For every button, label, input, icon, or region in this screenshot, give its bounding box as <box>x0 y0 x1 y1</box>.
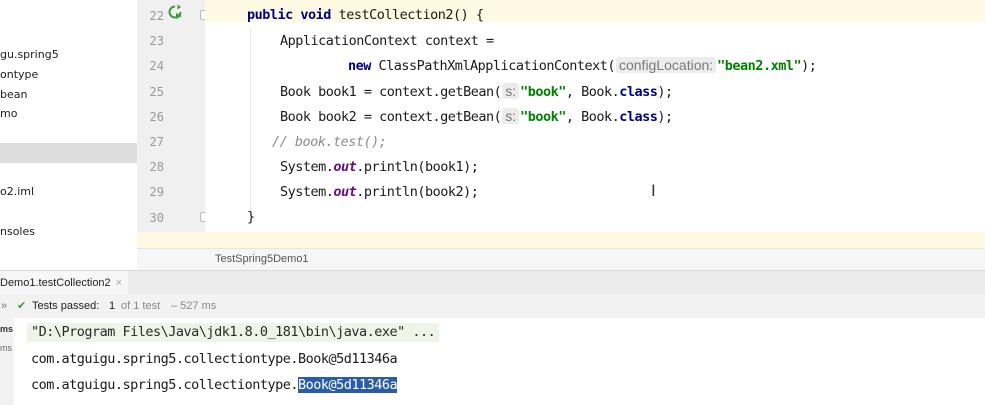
line-highlight <box>137 232 985 248</box>
code-line-24: new ClassPathXmlApplicationContext(confi… <box>348 57 817 74</box>
tree-item[interactable]: o2.iml <box>0 185 35 198</box>
code-editor[interactable]: public void testCollection2() { Applicat… <box>137 0 985 248</box>
line-number: 25 <box>149 85 164 99</box>
tree-selected-row[interactable] <box>0 143 137 163</box>
test-time-label: ms <box>0 324 14 334</box>
line-number: 26 <box>149 110 164 124</box>
console-line: com.atguigu.spring5.collectiontype.Book@… <box>31 377 398 393</box>
code-line-26: Book book2 = context.getBean(s:"book", B… <box>280 108 673 125</box>
keyword: class <box>619 84 658 100</box>
code-line-22: public void testCollection2() { <box>247 7 484 23</box>
selected-text[interactable]: Book@5d11346a <box>297 377 398 393</box>
line-number: 27 <box>149 135 164 149</box>
code-text: ); <box>657 84 673 100</box>
line-number: 23 <box>149 34 164 48</box>
breadcrumb: TestSpring5Demo1 <box>137 248 985 271</box>
run-tab-label: Demo1.testCollection2 <box>0 277 111 289</box>
tree-item[interactable]: gu.spring5 <box>0 48 59 61</box>
code-text: System. <box>280 184 334 200</box>
code-line-30: } <box>247 209 255 225</box>
indent-guide <box>250 28 251 218</box>
tree-item[interactable]: nsoles <box>0 225 35 238</box>
chevron-right-icon[interactable]: » <box>1 300 8 312</box>
code-text: testCollection2() { <box>330 7 484 23</box>
static-field: out <box>333 159 357 175</box>
keyword: void <box>300 7 331 23</box>
code-text: Book book2 = context.getBean( <box>280 109 502 125</box>
code-text: ); <box>801 58 817 74</box>
code-line-27: // book.test(); <box>272 134 387 150</box>
breadcrumb-item[interactable]: TestSpring5Demo1 <box>215 253 309 265</box>
console-text: com.atguigu.spring5.collectiontype. <box>31 377 298 393</box>
param-hint: s: <box>502 83 520 99</box>
test-tree-strip: ms ms <box>0 318 14 405</box>
keyword: class <box>619 109 658 125</box>
line-number: 29 <box>149 185 164 199</box>
tab-run-configuration[interactable]: Demo1.testCollection2 × <box>0 271 129 295</box>
run-test-icon[interactable] <box>167 4 183 20</box>
tests-total-label: of 1 test <box>121 300 161 312</box>
code-line-29: System.out.println(book2); <box>280 184 479 200</box>
string-literal: "bean2.xml" <box>717 58 802 74</box>
code-text: System. <box>280 159 334 175</box>
run-tab-bar: Demo1.testCollection2 × <box>0 270 985 296</box>
line-number: 30 <box>149 211 164 225</box>
console-output[interactable]: "D:\Program Files\Java\jdk1.8.0_181\bin\… <box>14 318 985 405</box>
project-tree: gu.spring5 ontype bean mo o2.iml nsoles <box>0 0 138 248</box>
line-number: 28 <box>149 160 164 174</box>
current-line-highlight <box>205 0 985 22</box>
code-text: , Book. <box>565 109 620 125</box>
tests-passed-label: Tests passed: <box>32 300 100 312</box>
code-line-28: System.out.println(book1); <box>280 159 479 175</box>
line-number: 22 <box>149 9 164 23</box>
code-line-23: ApplicationContext context = <box>280 33 494 49</box>
test-duration: – 527 ms <box>171 300 217 312</box>
param-hint: s: <box>502 108 520 124</box>
code-text: , Book. <box>565 84 620 100</box>
string-literal: "book" <box>520 109 566 125</box>
test-time-label: ms <box>0 343 12 353</box>
code-text: Book book1 = context.getBean( <box>280 84 502 100</box>
tree-item[interactable]: ontype <box>0 68 39 81</box>
tree-item[interactable]: mo <box>0 107 18 120</box>
close-icon[interactable]: × <box>115 277 123 289</box>
code-text: .println(book2); <box>356 184 479 200</box>
code-text: ClassPathXmlApplicationContext( <box>370 58 616 74</box>
code-text: ); <box>657 109 673 125</box>
check-icon: ✔ <box>17 300 27 312</box>
keyword: public <box>247 7 293 23</box>
test-status-bar: » ✔ Tests passed: 1 of 1 test – 527 ms <box>0 294 985 319</box>
string-literal: "book" <box>520 84 566 100</box>
keyword: new <box>348 58 371 74</box>
static-field: out <box>333 184 357 200</box>
text-cursor-icon: I <box>651 181 656 200</box>
tree-item[interactable]: bean <box>0 88 28 101</box>
param-hint: configLocation: <box>615 57 717 73</box>
editor-gutter: 22 23 24 25 26 27 28 29 30 31 <box>137 0 210 250</box>
code-line-25: Book book1 = context.getBean(s:"book", B… <box>280 83 673 100</box>
code-text: .println(book1); <box>356 159 479 175</box>
line-number: 24 <box>149 59 164 73</box>
tests-passed-count: 1 <box>109 300 116 312</box>
console-command-line: "D:\Program Files\Java\jdk1.8.0_181\bin\… <box>27 323 440 342</box>
console-line: com.atguigu.spring5.collectiontype.Book@… <box>31 351 398 367</box>
